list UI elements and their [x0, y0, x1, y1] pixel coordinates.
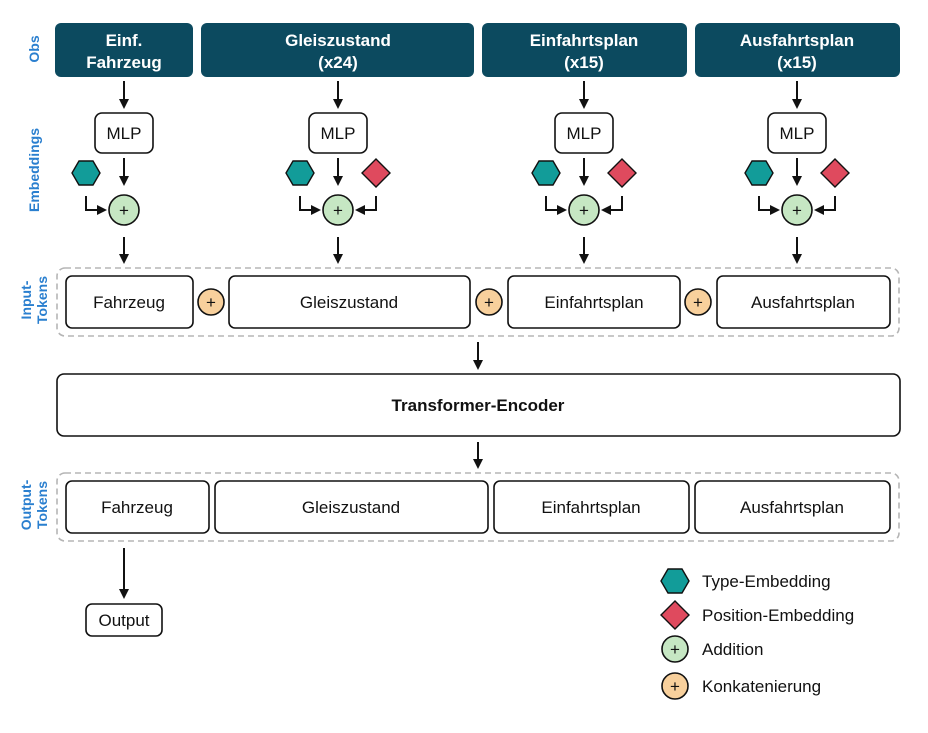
obs-header-ausfahrtsplan-line2: (x15)	[777, 53, 817, 72]
concatenation-plus-2: +	[484, 293, 494, 312]
concatenation-icon-3: +	[684, 288, 712, 316]
obs-header-ausfahrtsplan: Ausfahrtsplan (x15)	[695, 23, 900, 77]
mlp-label-1: MLP	[107, 124, 142, 143]
output-token-ausfahrtsplan-label: Ausfahrtsplan	[740, 498, 844, 517]
concatenation-icon-2: +	[475, 288, 503, 316]
obs-header-einfahrtsplan-line2: (x15)	[564, 53, 604, 72]
output-token-fahrzeug: Fahrzeug	[65, 480, 210, 534]
obs-header-einfahrtsplan-line1: Einfahrtsplan	[530, 31, 639, 50]
legend-concatenation-label: Konkatenierung	[702, 677, 821, 696]
addition-icon-1: +	[108, 194, 140, 226]
output-token-ausfahrtsplan: Ausfahrtsplan	[694, 480, 891, 534]
addition-plus-4: +	[792, 201, 802, 220]
output-token-gleiszustand: Gleiszustand	[214, 480, 489, 534]
arrow-pos-to-add-4	[814, 196, 836, 215]
obs-header-einfahrtsplan: Einfahrtsplan (x15)	[482, 23, 687, 77]
addition-icon-3: +	[568, 194, 600, 226]
type-embedding-icon-4	[744, 160, 774, 186]
input-token-gleiszustand-label: Gleiszustand	[300, 293, 398, 312]
side-label-obs: Obs	[26, 35, 42, 62]
addition-icon-2: +	[322, 194, 354, 226]
arrow-pos-to-add-2	[355, 196, 377, 215]
concatenation-plus-1: +	[206, 293, 216, 312]
input-token-fahrzeug: Fahrzeug	[65, 275, 194, 329]
concatenation-icon-1: +	[197, 288, 225, 316]
addition-icon-4: +	[781, 194, 813, 226]
position-embedding-icon-3	[607, 158, 637, 188]
input-token-ausfahrtsplan-label: Ausfahrtsplan	[751, 293, 855, 312]
side-label-output-tokens-1: Output-	[18, 479, 34, 530]
obs-header-gleiszustand-line2: (x24)	[318, 53, 358, 72]
input-tokens-frame	[56, 267, 900, 337]
legend-concatenation-plus: +	[670, 677, 680, 696]
type-embedding-icon-2	[285, 160, 315, 186]
obs-header-fahrzeug: Einf. Fahrzeug	[55, 23, 193, 77]
mlp-box-1: MLP	[94, 112, 154, 154]
side-label-input-tokens-2: Tokens	[34, 276, 50, 324]
output-token-einfahrtsplan-label: Einfahrtsplan	[541, 498, 640, 517]
obs-header-ausfahrtsplan-line1: Ausfahrtsplan	[740, 31, 854, 50]
output-tokens-frame	[56, 472, 900, 542]
output-label: Output	[98, 611, 149, 630]
mlp-label-3: MLP	[567, 124, 602, 143]
input-token-gleiszustand: Gleiszustand	[228, 275, 471, 329]
legend-addition-plus: +	[670, 640, 680, 659]
type-embedding-icon-1	[71, 160, 101, 186]
type-embedding-icon-3	[531, 160, 561, 186]
mlp-box-3: MLP	[554, 112, 614, 154]
legend-concatenation-icon	[661, 672, 689, 700]
arrow-type-to-add-1	[85, 196, 107, 215]
addition-plus-1: +	[119, 201, 129, 220]
side-label-output-tokens-2: Tokens	[34, 481, 50, 529]
input-token-einfahrtsplan-label: Einfahrtsplan	[544, 293, 643, 312]
mlp-label-4: MLP	[780, 124, 815, 143]
arrow-type-to-add-2	[299, 196, 321, 215]
mlp-label-2: MLP	[321, 124, 356, 143]
obs-header-gleiszustand: Gleiszustand (x24)	[201, 23, 474, 77]
output-token-fahrzeug-label: Fahrzeug	[101, 498, 173, 517]
output-token-einfahrtsplan: Einfahrtsplan	[493, 480, 690, 534]
legend-position-embedding-label: Position-Embedding	[702, 606, 854, 625]
transformer-encoder-box: Transformer-Encoder	[56, 373, 901, 437]
input-token-ausfahrtsplan: Ausfahrtsplan	[716, 275, 891, 329]
legend: Type-Embedding Position-Embedding + Addi…	[660, 568, 854, 700]
input-token-fahrzeug-label: Fahrzeug	[93, 293, 165, 312]
output-box: Output	[85, 603, 163, 637]
arrow-type-to-add-3	[545, 196, 567, 215]
input-token-einfahrtsplan: Einfahrtsplan	[507, 275, 681, 329]
position-embedding-icon-4	[820, 158, 850, 188]
position-embedding-icon-2	[361, 158, 391, 188]
mlp-box-2: MLP	[308, 112, 368, 154]
obs-header-gleiszustand-line1: Gleiszustand	[285, 31, 391, 50]
obs-header-fahrzeug-line1: Einf.	[106, 31, 143, 50]
transformer-encoder-label: Transformer-Encoder	[392, 396, 565, 415]
side-label-embeddings: Embeddings	[26, 128, 42, 212]
legend-type-embedding-icon	[660, 568, 690, 594]
addition-plus-2: +	[333, 201, 343, 220]
addition-plus-3: +	[579, 201, 589, 220]
side-label-input-tokens-1: Input-	[18, 280, 34, 319]
arrow-type-to-add-4	[758, 196, 780, 215]
legend-position-embedding-icon	[660, 600, 690, 630]
legend-addition-label: Addition	[702, 640, 763, 659]
legend-type-embedding-label: Type-Embedding	[702, 572, 831, 591]
output-token-gleiszustand-label: Gleiszustand	[302, 498, 400, 517]
legend-addition-icon	[661, 635, 689, 663]
concatenation-plus-3: +	[693, 293, 703, 312]
arrow-pos-to-add-3	[601, 196, 623, 215]
obs-header-fahrzeug-line2: Fahrzeug	[86, 53, 162, 72]
mlp-box-4: MLP	[767, 112, 827, 154]
